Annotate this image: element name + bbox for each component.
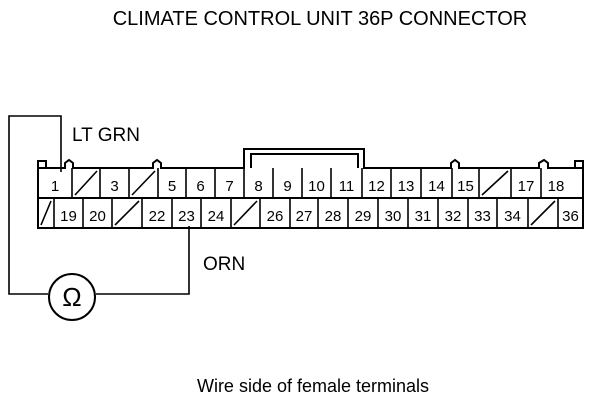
test-wiring <box>8 115 190 295</box>
bottom-pin-26: 26 <box>267 208 284 225</box>
blank-terminal-slash <box>481 170 509 196</box>
bottom-pin-34: 34 <box>504 208 521 225</box>
blank-terminal-slash <box>530 200 556 226</box>
top-pin-1: 1 <box>51 178 59 195</box>
top-pin-6: 6 <box>196 178 204 195</box>
connector-bottom-row: 19 20 22 23 24 26 27 28 29 30 31 32 33 34 36 <box>40 198 579 228</box>
bottom-pin-19: 19 <box>60 208 77 225</box>
bottom-pin-29: 29 <box>355 208 372 225</box>
top-pin-17: 17 <box>518 178 535 195</box>
orn-wire <box>96 226 190 295</box>
blank-terminal-slash <box>40 200 52 226</box>
top-pin-9: 9 <box>283 178 291 195</box>
top-pin-11: 11 <box>339 178 355 195</box>
top-pin-15: 15 <box>457 178 474 195</box>
top-pin-12: 12 <box>368 178 385 195</box>
blank-terminal-slash <box>74 170 98 196</box>
top-pin-7: 7 <box>225 178 233 195</box>
blank-terminal-slash <box>233 200 258 226</box>
bottom-pin-32: 32 <box>445 208 462 225</box>
diagram-caption: Wire side of female terminals <box>197 376 429 396</box>
bottom-pin-30: 30 <box>385 208 402 225</box>
bottom-pin-27: 27 <box>296 208 313 225</box>
top-pin-8: 8 <box>254 178 262 195</box>
top-pin-13: 13 <box>398 178 415 195</box>
bottom-pin-22: 22 <box>149 208 166 225</box>
diagram-title: CLIMATE CONTROL UNIT 36P CONNECTOR <box>113 8 528 30</box>
top-pin-14: 14 <box>428 178 445 195</box>
top-pin-10: 10 <box>308 178 325 195</box>
ohm-icon: Ω <box>62 282 81 312</box>
bottom-pin-36: 36 <box>562 208 579 225</box>
blank-terminal-slash <box>114 200 140 226</box>
bottom-pin-28: 28 <box>325 208 342 225</box>
blank-terminal-slash <box>131 170 156 196</box>
top-pin-18: 18 <box>548 178 565 195</box>
bottom-pin-23: 23 <box>178 208 195 225</box>
top-pin-3: 3 <box>110 178 118 195</box>
bottom-pin-24: 24 <box>208 208 225 225</box>
bottom-pin-31: 31 <box>415 208 432 225</box>
bottom-pin-33: 33 <box>474 208 491 225</box>
lt-grn-wire <box>8 115 62 295</box>
ohmmeter-symbol <box>48 273 96 321</box>
bottom-pin-20: 20 <box>89 208 106 225</box>
top-pin-5: 5 <box>168 178 176 195</box>
wire-label-lt-grn: LT GRN <box>72 125 140 146</box>
wire-label-orn: ORN <box>203 254 245 275</box>
